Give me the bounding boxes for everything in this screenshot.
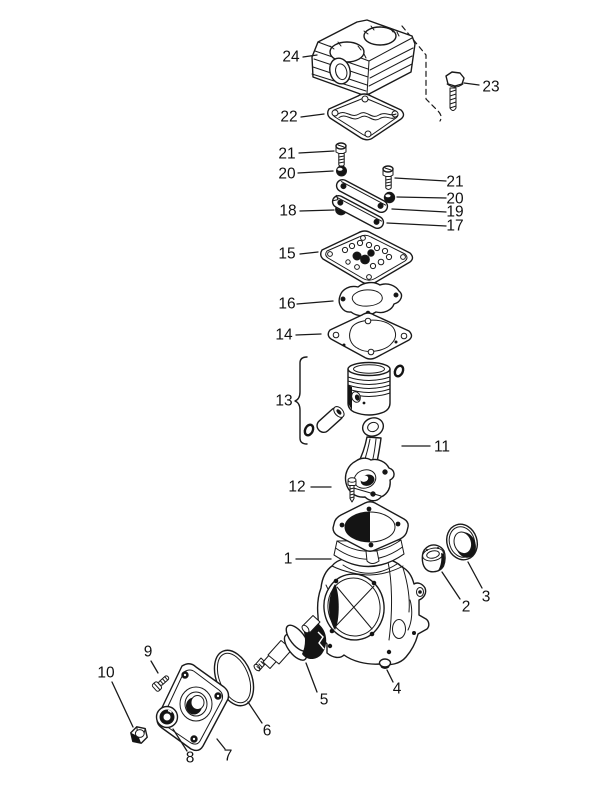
callout-14: 14 <box>275 327 293 344</box>
callout-11: 11 <box>434 439 450 456</box>
part-8-seal <box>157 707 178 728</box>
part-19-reed-strip <box>334 178 389 215</box>
leader-line-5 <box>306 663 317 692</box>
part-23-head-bolt <box>446 72 464 111</box>
callout-17: 17 <box>446 218 463 235</box>
part-11-connecting-rod <box>345 415 394 501</box>
part-20-washer-left <box>337 166 347 176</box>
callout-9: 9 <box>144 644 153 661</box>
callout-1: 1 <box>284 551 293 568</box>
leader-line-4 <box>387 670 393 682</box>
leader-line-6 <box>248 702 262 723</box>
callout-13: 13 <box>275 393 292 410</box>
callout-18: 18 <box>279 203 296 220</box>
leader-line-20 <box>397 197 446 198</box>
part-1-crankcase <box>318 502 429 665</box>
part-10-nut <box>131 727 147 743</box>
part-24-cylinder-head <box>312 20 415 95</box>
part-22-head-gasket <box>328 94 404 140</box>
callout-24: 24 <box>282 49 300 66</box>
part-13-piston-assembly <box>295 357 405 444</box>
leader-line-15 <box>300 252 318 254</box>
callout-2: 2 <box>462 599 471 616</box>
bracket-13 <box>295 357 307 444</box>
leader-line-9 <box>151 661 158 673</box>
leader-line-21 <box>395 178 446 181</box>
callout-12: 12 <box>288 479 305 496</box>
leader-line-14 <box>296 334 321 335</box>
part-15-valve-plate <box>321 231 413 284</box>
leader-line-17 <box>387 223 446 226</box>
callout-20: 20 <box>278 166 296 183</box>
callout-4: 4 <box>393 681 402 698</box>
part-9-screw <box>152 673 171 692</box>
leader-line-18 <box>300 210 334 211</box>
leader-line-16 <box>297 301 333 304</box>
part-4-plug <box>380 659 391 669</box>
part-21-screw-left <box>336 143 346 167</box>
assembly-guide-dashed-line <box>402 26 441 121</box>
leader-line-7 <box>217 739 225 749</box>
part-20-washer-right <box>384 192 394 202</box>
callout-16: 16 <box>278 296 295 313</box>
callout-22: 22 <box>280 109 297 126</box>
leader-line-10 <box>112 682 133 727</box>
part-2-bushing <box>421 545 445 572</box>
leader-line-23 <box>464 83 479 85</box>
callout-layer: 2423222120182120191715161413111212345678… <box>97 49 499 767</box>
callout-15: 15 <box>278 246 295 263</box>
leader-line-19 <box>392 209 446 212</box>
callout-19: 19 <box>446 204 463 221</box>
part-3-seal-ring <box>442 520 482 564</box>
callout-10: 10 <box>97 665 115 682</box>
part-12-rod-bolt <box>348 478 356 502</box>
callout-3: 3 <box>482 589 491 606</box>
part-16-gasket <box>339 283 401 316</box>
leader-line-22 <box>301 114 324 117</box>
part-17-reed-strip <box>330 194 385 231</box>
part-5-crankshaft <box>253 616 327 672</box>
part-7-bearing-cover <box>157 664 228 751</box>
leader-line-20 <box>298 171 333 173</box>
callout-21: 21 <box>278 146 295 163</box>
callout-23: 23 <box>482 79 499 96</box>
leader-line-21 <box>299 151 334 153</box>
callout-7: 7 <box>224 748 233 765</box>
callout-20: 20 <box>446 191 464 208</box>
leader-line-3 <box>468 562 482 588</box>
callout-21: 21 <box>446 174 463 191</box>
callout-5: 5 <box>320 692 329 709</box>
leader-line-24 <box>303 55 317 57</box>
leader-line-2 <box>442 572 460 599</box>
callout-6: 6 <box>263 723 272 740</box>
callout-8: 8 <box>186 750 195 767</box>
part-21-screw-right <box>383 166 393 190</box>
leader-line-8 <box>173 729 187 751</box>
part-14-gasket <box>328 313 411 359</box>
